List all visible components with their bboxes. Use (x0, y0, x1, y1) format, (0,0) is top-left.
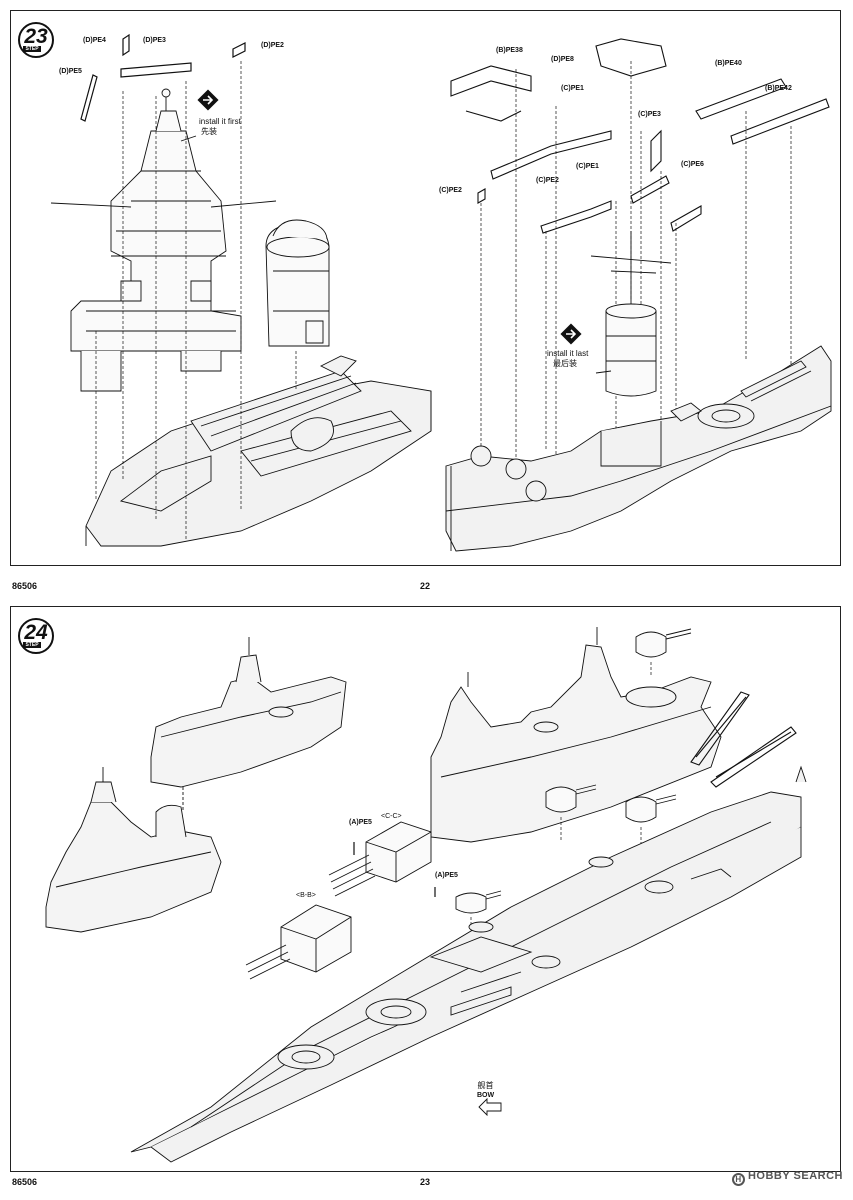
section-label-b-b: <B-B> (296, 892, 316, 899)
hobby-search-logo-icon: H (731, 1173, 745, 1186)
pe5-parts (353, 842, 436, 897)
part-label-c-pe1-mid: (C)PE1 (576, 163, 599, 170)
section-label-c-c: <C-C> (381, 813, 402, 820)
main-hull (130, 765, 807, 1163)
bow-label-en: BOW (477, 1092, 495, 1099)
part-label-c-pe2-left: (C)PE2 (439, 187, 462, 194)
superstructure-view-upper (150, 637, 347, 788)
after-tower-part (605, 303, 657, 397)
superstructure-view-lower (45, 767, 222, 933)
part-label-a-pe5-lower: (A)PE5 (435, 872, 458, 879)
main-turret-b-b (245, 904, 352, 980)
assembly-drawing-step-23 (50, 33, 832, 552)
part-label-b-pe42: (B)PE42 (765, 85, 792, 92)
crane-parts (690, 691, 797, 788)
note-install-first: install it first 先装 (199, 117, 241, 137)
note-install-last-en: install it last (547, 349, 589, 358)
instruction-panel-step-24: 24 STEP (10, 606, 841, 1172)
funnel-part (265, 219, 330, 347)
mast-part (590, 231, 672, 311)
part-label-c-pe6: (C)PE6 (681, 161, 704, 168)
arrow-install-last (560, 323, 612, 374)
part-label-d-pe2: (D)PE2 (261, 42, 284, 49)
part-label-d-pe5: (D)PE5 (59, 68, 82, 75)
photo-etch-parts-left (80, 33, 246, 122)
photo-etch-rails-right (450, 38, 830, 234)
bridge-superstructure (50, 88, 277, 392)
step-word: STEP (23, 642, 41, 648)
note-install-first-en: install it first (199, 117, 241, 126)
footer-code-22: 86506 (12, 581, 38, 591)
part-label-d-pe8: (D)PE8 (551, 56, 574, 63)
hull-deck-left (85, 355, 432, 547)
assembly-drawing-step-24 (45, 627, 807, 1163)
arrow-install-first (180, 89, 219, 142)
bow-arrow-icon (478, 1097, 502, 1117)
step-number: 23 (24, 25, 48, 48)
footer-page-22: 22 (420, 581, 431, 591)
note-install-first-zh: 先装 (201, 127, 217, 136)
bow-label-zh: 舰首 (477, 1081, 494, 1090)
note-install-last: install it last 最后装 (547, 349, 588, 369)
superstructure-view-right (430, 627, 722, 843)
part-label-b-pe38: (B)PE38 (496, 47, 523, 54)
part-label-c-pe1-top: (C)PE1 (561, 85, 584, 92)
instruction-panel-step-23: 23 STEP (10, 10, 841, 566)
note-install-last-zh: 最后装 (553, 359, 577, 368)
step-number: 24 (24, 621, 48, 644)
part-label-c-pe2-mid: (C)PE2 (536, 177, 559, 184)
part-label-d-pe3: (D)PE3 (143, 37, 166, 44)
footer-code-23: 86506 (12, 1177, 38, 1187)
watermark-text: HOBBY SEARCH (747, 1170, 843, 1182)
hull-deck-right (445, 345, 832, 552)
part-label-c-pe3: (C)PE3 (638, 111, 661, 118)
main-turret-c-c (328, 821, 432, 897)
part-label-d-pe4: (D)PE4 (83, 37, 106, 44)
part-label-b-pe40: (B)PE40 (715, 60, 742, 67)
bow-label: 舰首 BOW (477, 1081, 494, 1101)
step-word: STEP (23, 46, 41, 52)
footer-page-23: 23 (420, 1177, 431, 1187)
part-label-a-pe5-upper: (A)PE5 (349, 819, 372, 826)
